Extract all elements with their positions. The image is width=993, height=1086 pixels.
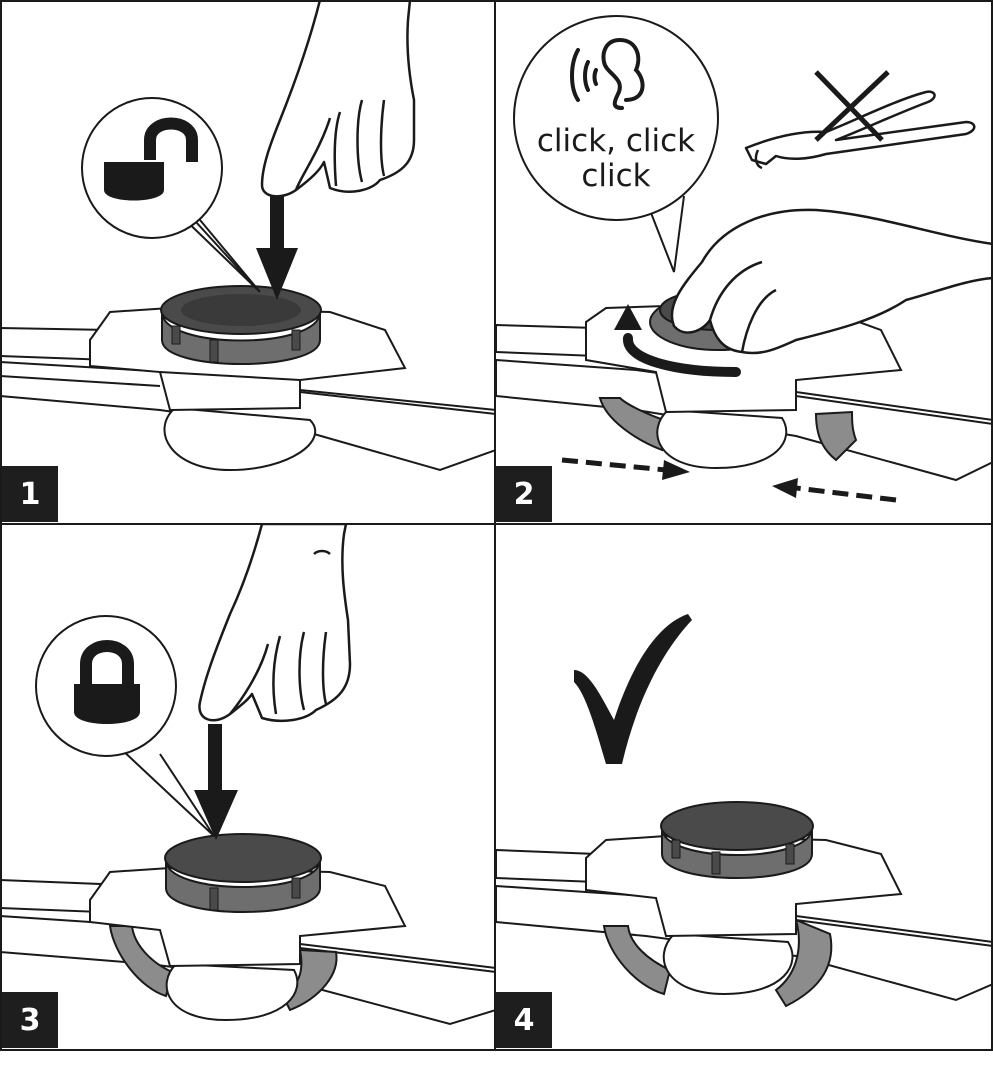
strap-loop — [662, 932, 794, 996]
step-2-panel: click, click click 2 — [496, 0, 993, 524]
release-dial — [660, 801, 814, 879]
step-number-badge: 4 — [496, 992, 552, 1048]
click-sound-text: click, click click — [516, 124, 716, 194]
step-number-badge: 1 — [2, 466, 58, 522]
step-4-illustration — [496, 614, 993, 1008]
rotate-arrow — [614, 304, 741, 377]
inward-dashed-arrows — [561, 457, 897, 503]
step-1-panel: 1 — [0, 0, 496, 524]
push-down-arrow — [194, 724, 238, 840]
gripping-hand — [670, 208, 993, 355]
click-text-line-2: click — [581, 158, 651, 194]
step-3-illustration — [0, 524, 496, 1026]
push-down-arrow — [256, 195, 298, 300]
step-2-illustration — [496, 15, 993, 503]
strap-right — [280, 948, 338, 1012]
strap-loop — [163, 406, 317, 472]
step-3-panel: 3 — [0, 524, 496, 1050]
strap-right — [814, 410, 858, 462]
pointing-hand — [260, 0, 416, 198]
lock-icon — [74, 640, 140, 724]
step-number-badge: 3 — [2, 992, 58, 1048]
strap-loop — [656, 408, 788, 470]
strap-left — [598, 397, 666, 452]
click-text-line-1: click, click — [536, 123, 696, 159]
step-4-panel: 4 — [496, 524, 993, 1050]
release-dial — [164, 833, 322, 913]
strap-loop — [165, 962, 299, 1022]
unlock-icon — [104, 117, 198, 201]
sound-bubble — [513, 15, 719, 273]
ear-sound-icon — [570, 37, 645, 110]
pliers-crossed-icon — [744, 70, 976, 170]
strap-right — [774, 918, 833, 1008]
checkmark-icon — [574, 614, 692, 764]
step-number-badge: 2 — [496, 466, 552, 522]
strap-left — [602, 925, 672, 996]
pointing-hand — [198, 524, 352, 722]
release-dial — [160, 285, 322, 365]
step-1-illustration — [0, 0, 496, 472]
